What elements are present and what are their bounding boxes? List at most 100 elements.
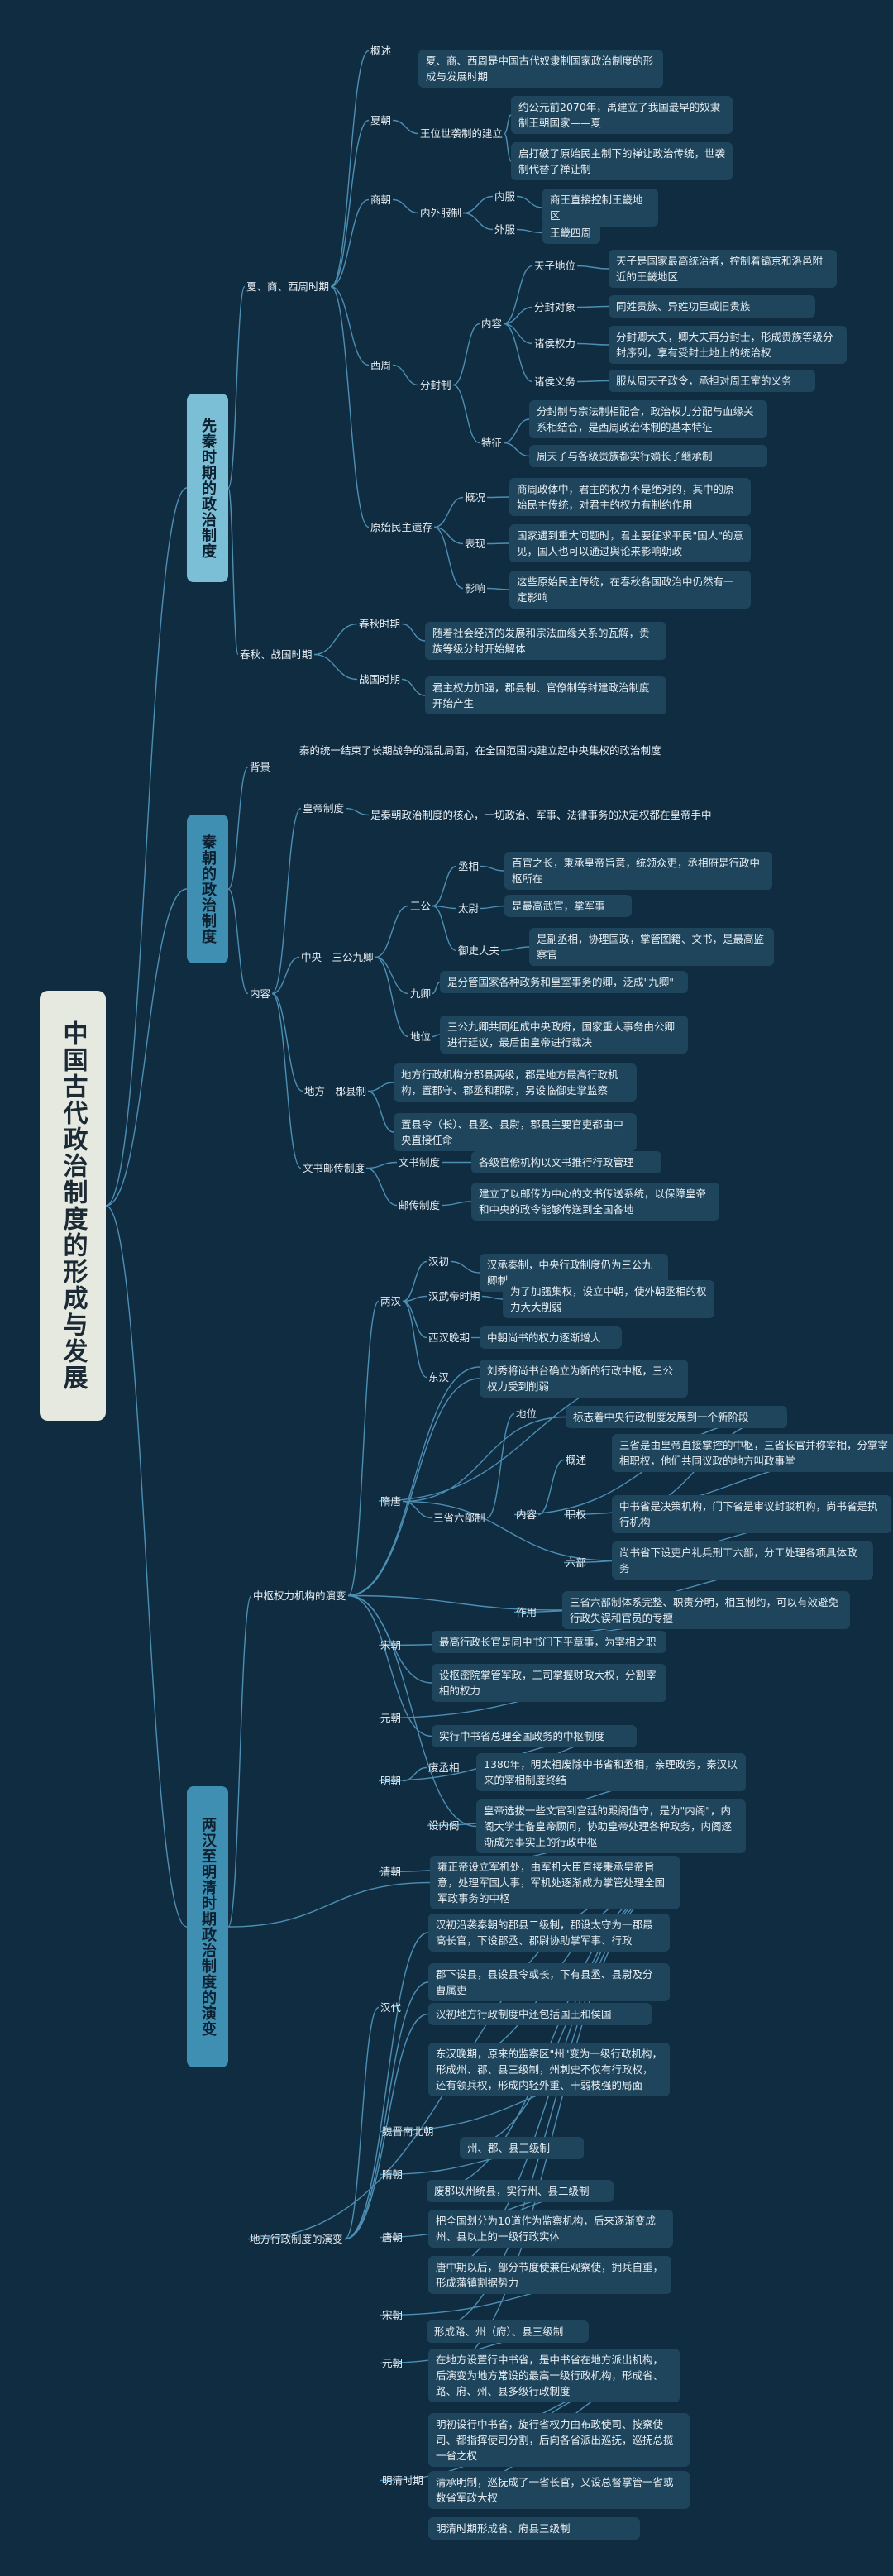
topic-detail-box: 唐中期以后，部分节度使兼任观察使，拥兵自重，形成藩镇割据势力 [428,2256,671,2294]
connector-line [227,888,249,995]
connector-line [427,1881,680,2377]
connector-line [313,653,358,681]
connector-line [271,992,302,1169]
connector-line [500,946,530,952]
topic-label: 三省六部制 [433,1512,485,1524]
topic-detail-box: 明清时期形成省、府县三级制 [428,2517,640,2540]
topic-detail-box: 在地方设置行中书省，是中书省在地方派出机构，后演变为地方常设的最高一级行政机构，… [428,2349,680,2402]
connector-line [344,1932,429,2240]
topic-detail-box: 中书省是决策机构，门下省是审议封驳机构，尚书省是执行机构 [612,1495,891,1533]
topic-label: 地方行政制度的演变 [250,2233,343,2245]
connector-line [486,542,510,545]
topic-detail-box: 各级官僚机构以文书推行行政管理 [471,1151,661,1173]
topic-label: 诸侯权力 [534,337,576,350]
section-pre-qin: 先秦时期的政治制度 [187,394,228,582]
topic-label: 明清时期 [382,2474,424,2487]
topic-label: 元朝 [380,1712,402,1724]
connector-line [227,285,246,489]
topic-label: 内容 [516,1508,537,1521]
topic-label: 原始民主遗存 [370,521,433,533]
connector-line [227,1594,252,1928]
topic-label: 秦的统一结束了长期战争的混乱局面，在全国范围内建立起中央集权的政治制度 [299,744,661,757]
connector-line [402,1295,427,1302]
topic-label: 中央—三公九卿 [301,951,374,963]
topic-detail-box: 启打破了原始民主制下的禅让政治传统，世袭制代替了禅让制 [511,142,733,180]
connector-line [227,487,239,656]
topic-detail-box: 随着社会经济的发展和宗法血缘关系的瓦解，贵族等级分封开始解体 [425,622,666,660]
topic-detail-box: 中朝尚书的权力逐渐增大 [480,1326,622,1349]
connector-line [462,212,494,231]
topic-label: 诸侯义务 [534,375,576,388]
connector-line [392,119,419,135]
connector-line [401,678,426,696]
connector-line [347,1594,477,1828]
topic-label: 战国时期 [359,673,401,686]
topic-detail-box: 尚书省下设吏户礼兵刑工六部，分工处理各项具体政务 [612,1541,873,1580]
connector-line [271,807,302,995]
topic-label: 概况 [465,491,486,504]
connector-line [402,1300,427,1339]
topic-label: 是秦朝政治制度的核心，一切政治、军事、法律事务的决定权都在皇帝手中 [370,809,712,821]
topic-label: 内服 [494,190,516,203]
connector-line [375,956,409,995]
topic-detail-box: 商王直接控制王畿地区 [542,189,658,227]
topic-label: 内外服制 [420,207,462,219]
topic-detail-box: 汉初沿袭秦朝的郡县二级制，郡设太守为一郡最高长官，下设郡丞、郡尉协助掌军事、行政 [428,1914,670,1952]
topic-label: 背景 [250,761,271,773]
connector-line [576,342,609,346]
connector-line [402,1300,427,1379]
topic-detail-box: 雍正帝设立军机处，由军机大臣直接秉承皇帝旨意，处理军国大事，军机处逐渐成为掌管处… [430,1856,680,1909]
connector-line [330,198,370,288]
connector-line [367,1082,394,1092]
connector-line [486,587,510,590]
topic-detail-box: 明初设行中书省，旋行省权力由布政使司、按察使司、都指挥使司分割，后向各省派出巡抚… [428,2413,690,2467]
connector-line [504,114,512,135]
topic-label: 西汉晚期 [428,1331,470,1344]
connector-line [313,623,358,656]
topic-label: 地位 [410,1030,432,1043]
connector-line [503,306,533,325]
topic-label: 文书制度 [399,1156,441,1169]
topic-label: 地方—郡县制 [304,1085,367,1097]
topic-detail-box: 郡下设县，县设县令或长，下有县丞、县尉及分曹属吏 [428,1963,670,2001]
connector-line [347,1300,380,1597]
connector-line [441,1201,472,1207]
topic-label: 三公 [410,900,432,912]
topic-label: 夏朝 [370,114,392,127]
topic-detail-box: 王畿四周 [542,222,600,244]
connector-line [344,1981,429,2240]
section-han-to-qing: 两汉至明清时期政治制度的演变 [187,1786,228,2067]
topic-detail-box: 约公元前2070年，禹建立了我国最早的奴隶制王朝国家——夏 [511,96,733,134]
topic-label: 两汉 [380,1295,402,1307]
connector-line [401,623,426,642]
connector-line [480,905,505,910]
topic-label: 天子地位 [534,260,576,272]
connector-line [392,364,419,386]
topic-label: 中枢权力机构的演变 [253,1589,346,1602]
topic-label: 表现 [465,538,486,550]
topic-detail-box: 三公九卿共同组成中央政府，国家重大事务由公卿进行廷议，最后由皇帝进行裁决 [440,1016,688,1054]
root-title: 中国古代政治制度的形成与发展 [40,991,106,1421]
topic-label: 太尉 [458,902,480,915]
topic-detail-box: 服从周天子政令，承担对周王室的义务 [609,370,815,392]
connector-line [452,323,480,386]
connector-line [432,865,457,907]
connector-line [105,888,188,1207]
connector-line [433,496,464,528]
connector-line [330,119,370,288]
connector-line [432,905,457,910]
topic-label: 西周 [370,359,392,371]
topic-detail-box: 设枢密院掌管军政，三司掌握财政大权，分割宰相的权力 [432,1664,666,1702]
connector-line [503,442,530,457]
topic-detail-box: 百官之长，秉承皇帝旨意，统领众吏，丞相府是行政中枢所在 [504,852,772,890]
topic-detail-box: 分封卿大夫，卿大夫再分封士，形成贵族等级分封序列，享有受封土地上的统治权 [609,326,847,364]
topic-detail-box: 刘秀将尚书台确立为新的行政中枢，三公权力受到削弱 [480,1360,688,1398]
connector-line [516,228,543,234]
topic-label: 宋朝 [380,1639,402,1651]
topic-detail-box: 同姓贵族、异姓功臣或旧贵族 [609,295,815,318]
topic-detail-box: 是分管国家各种政务和皇室事务的卿，泛成"九卿" [440,971,688,993]
topic-detail-box: 置县令（长）、县丞、县尉，郡县主要官吏都由中央直接任命 [394,1113,637,1151]
topic-label: 作用 [516,1606,537,1618]
topic-label: 春秋时期 [359,618,401,630]
connector-line [227,1881,431,1928]
